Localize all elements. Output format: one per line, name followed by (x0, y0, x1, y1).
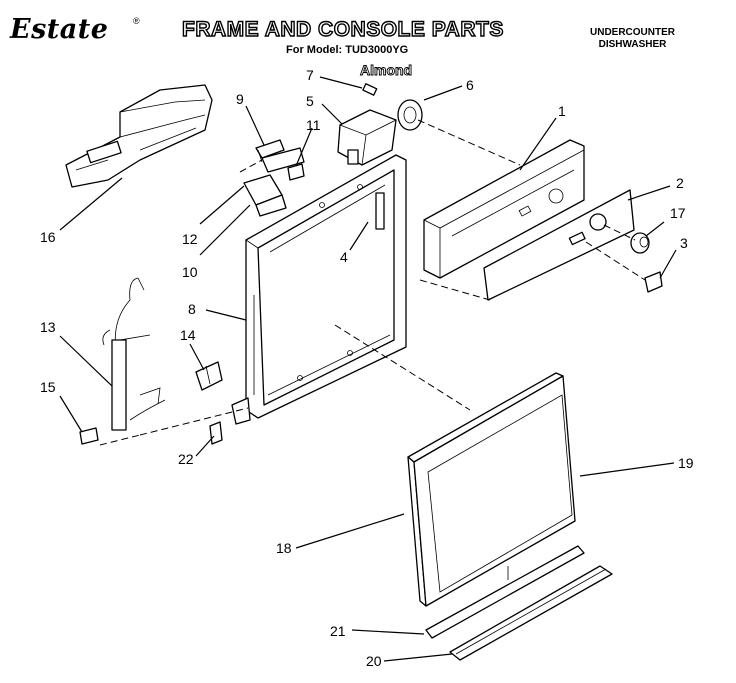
product-type-line-1: UNDERCOUNTER (590, 27, 675, 38)
product-type: UNDERCOUNTER DISHWASHER (590, 27, 675, 51)
parts-9-12-brackets (243, 139, 305, 217)
parts-18-19-door-panels (407, 372, 576, 607)
alignment-lines (99, 119, 646, 446)
part-number-13: 13 (40, 319, 56, 335)
model-line: For Model: TUD3000YG (286, 44, 409, 56)
part-number-11: 11 (306, 117, 321, 133)
part-number-1: 1 (558, 103, 566, 119)
part-number-16: 16 (40, 229, 56, 245)
part-number-15: 15 (40, 379, 56, 395)
part-16-housing (65, 84, 213, 188)
part-number-5: 5 (306, 93, 314, 109)
part-number-2: 2 (676, 175, 684, 191)
part-number-14: 14 (180, 327, 196, 343)
product-type-line-2: DISHWASHER (598, 39, 667, 50)
part-number-10: 10 (182, 264, 198, 280)
color-label: Almond (360, 62, 413, 79)
trademark-symbol: ® (133, 16, 140, 26)
part-number-12: 12 (182, 231, 198, 247)
part-number-19: 19 (678, 455, 694, 471)
parts-3-17-knob-button (630, 232, 663, 293)
brand-logo: Estate (10, 14, 109, 45)
part-number-6: 6 (466, 77, 474, 93)
part-number-17: 17 (670, 205, 686, 221)
page-title: FRAME AND CONSOLE PARTS (181, 17, 504, 41)
part-number-4: 4 (340, 249, 348, 265)
part-number-7: 7 (306, 67, 314, 83)
parts-20-21-trim (425, 545, 613, 661)
part-number-20: 20 (366, 653, 382, 669)
part-number-21: 21 (330, 623, 346, 639)
part-number-8: 8 (188, 301, 196, 317)
parts-1-2-console (423, 139, 635, 301)
part-number-3: 3 (680, 235, 688, 251)
parts-5-7-switch-assembly (337, 83, 423, 166)
part-number-9: 9 (236, 91, 244, 107)
part-8-frame (231, 154, 407, 425)
part-number-22: 22 (178, 451, 194, 467)
part-numbers: 1 2 3 4 5 6 7 8 9 10 11 12 13 14 15 16 1… (40, 67, 694, 669)
leader-lines (59, 76, 677, 662)
parts-13-15-wiring (79, 277, 223, 445)
part-number-18: 18 (276, 540, 292, 556)
